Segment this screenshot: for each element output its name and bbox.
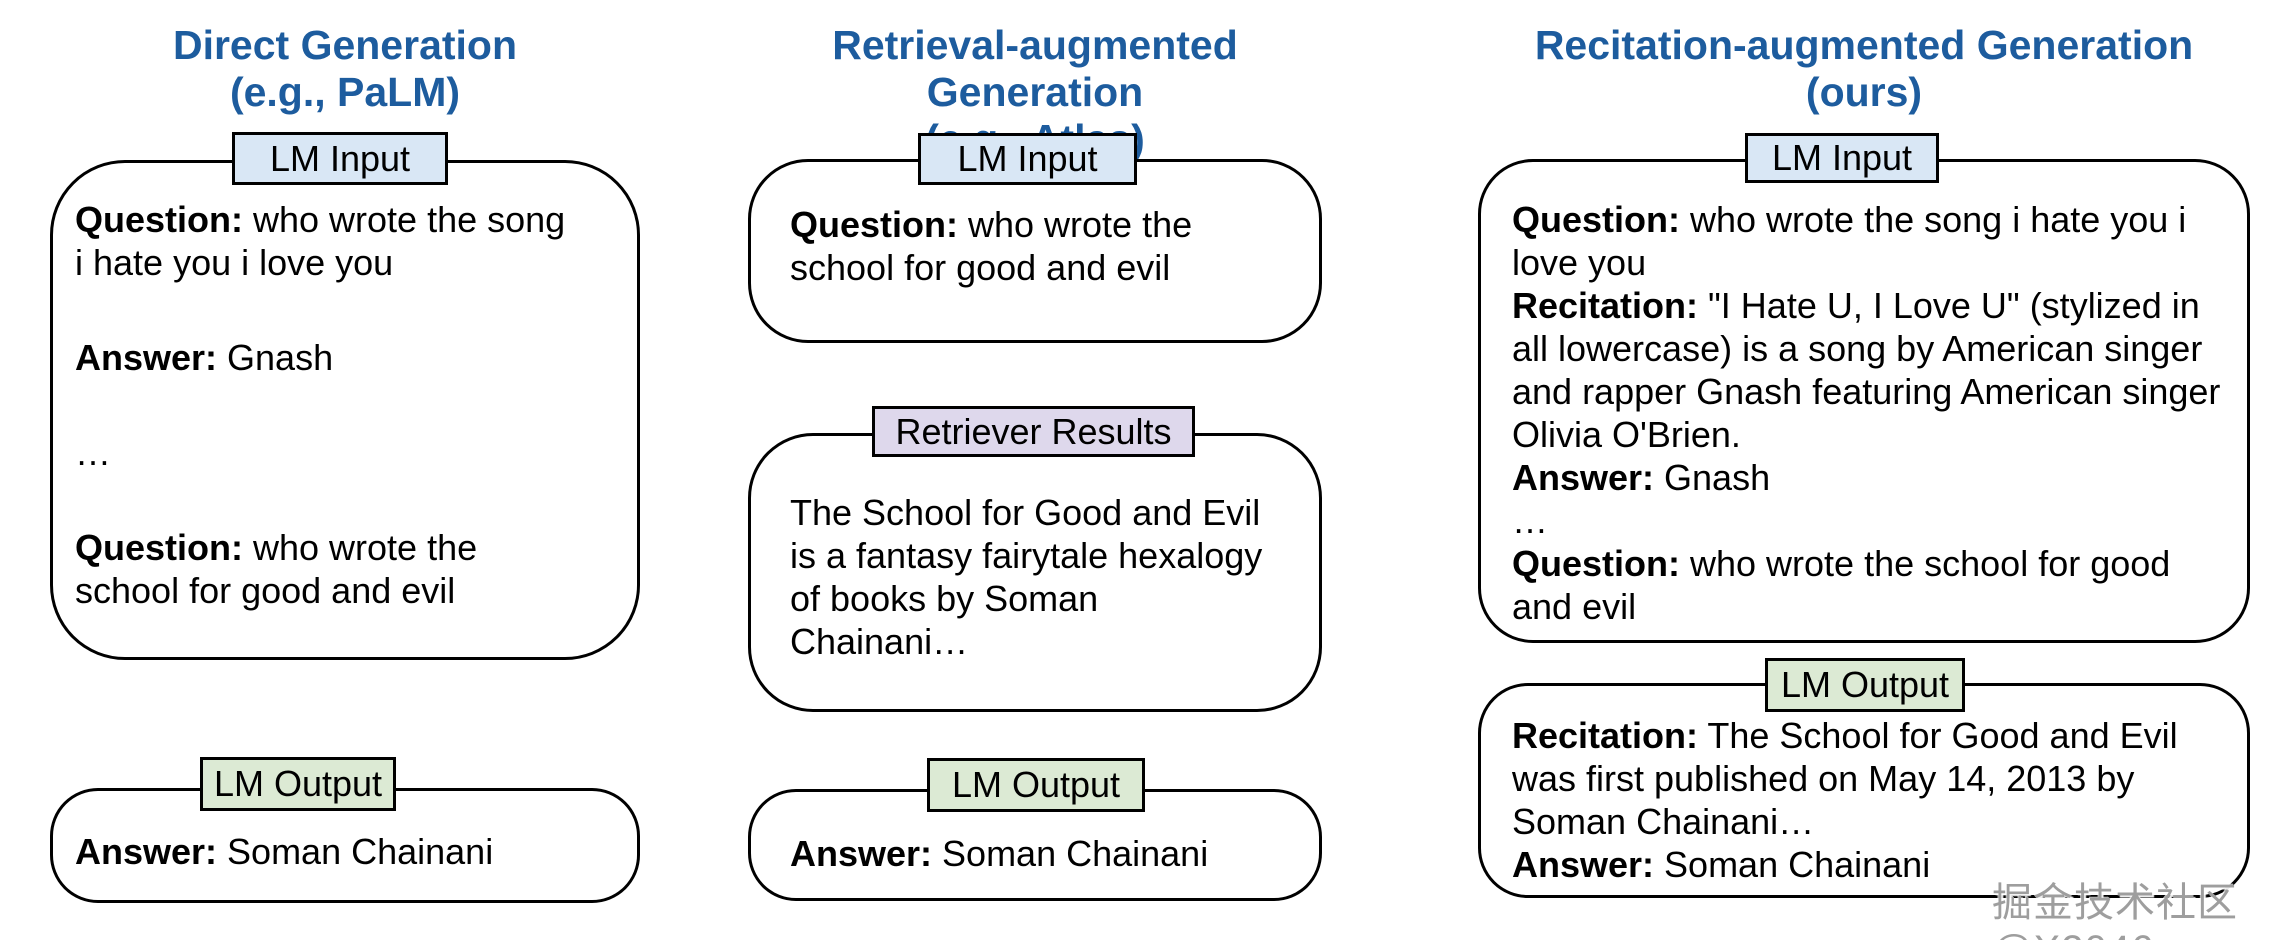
direct-generation-title: Direct Generation (e.g., PaLM) [45, 22, 645, 116]
recitation-output-recitation-text: The School for Good and Evil was first p… [1512, 715, 2178, 842]
recitation-input-question-2-text: who wrote the school for good and evil [1512, 543, 2171, 627]
recitation-lm-output-text: Recitation: The School for Good and Evil… [1512, 714, 2227, 886]
retriever-results-text: The School for Good and Evil is a fantas… [790, 491, 1300, 663]
retrieval-generation-title-line1: Retrieval-augmented Generation [832, 22, 1238, 115]
retrieval-input-question: Question: who wrote the school for good … [790, 203, 1300, 289]
retrieval-lm-input-label: LM Input [918, 133, 1137, 185]
direct-lm-input-label: LM Input [232, 132, 448, 185]
retrieval-output-answer-label: Answer: [790, 833, 933, 874]
recitation-input-question-2-label: Question: [1512, 543, 1680, 584]
direct-input-question-2-text: who wrote the school for good and evil [75, 527, 478, 611]
direct-input-question-1: Question: who wrote the song i hate you … [75, 198, 620, 284]
recitation-generation-title-line2: (ours) [1805, 69, 1923, 115]
recitation-lm-output-label: LM Output [1765, 658, 1965, 712]
retrieval-input-question-text: who wrote the school for good and evil [790, 204, 1193, 288]
direct-input-question-1-label: Question: [75, 199, 243, 240]
direct-input-ellipsis: … [75, 431, 620, 474]
direct-generation-title-line2: (e.g., PaLM) [229, 69, 461, 115]
recitation-input-answer-label: Answer: [1512, 457, 1655, 498]
retriever-results-box [748, 433, 1322, 712]
recitation-generation-title-line1: Recitation-augmented Generation [1534, 22, 2194, 68]
direct-input-question-1-text: who wrote the song i hate you i love you [75, 199, 566, 283]
retrieval-lm-input-box [748, 159, 1322, 343]
recitation-input-question-1-label: Question: [1512, 199, 1680, 240]
direct-output-answer: Answer: Soman Chainani [75, 830, 620, 873]
recitation-input-recitation-text: "I Hate U, I Love U" (stylized in all lo… [1512, 285, 2221, 455]
recitation-output-answer-text: Soman Chainani [1654, 844, 1931, 885]
recitation-input-ellipsis-text: … [1512, 500, 1548, 541]
recitation-lm-output-box [1478, 683, 2250, 898]
recitation-lm-input-label: LM Input [1745, 133, 1939, 183]
retrieval-output-answer: Answer: Soman Chainani [790, 832, 1300, 875]
watermark-text: 掘金技术社区 @X2046 [1992, 881, 2238, 940]
direct-input-question-2-label: Question: [75, 527, 243, 568]
direct-lm-output-label: LM Output [200, 757, 396, 811]
direct-output-answer-label: Answer: [75, 831, 218, 872]
direct-input-answer-label: Answer: [75, 337, 218, 378]
recitation-lm-input-box [1478, 159, 2250, 643]
recitation-input-answer-text: Gnash [1664, 457, 1771, 498]
retriever-results-passage: The School for Good and Evil is a fantas… [790, 492, 1263, 662]
direct-generation-title-line1: Direct Generation [172, 22, 518, 68]
direct-lm-output-text: Answer: Soman Chainani [75, 830, 620, 873]
direct-lm-input-box [50, 160, 640, 660]
direct-input-ellipsis-text: … [75, 432, 111, 473]
direct-output-answer-text: Soman Chainani [217, 831, 494, 872]
direct-input-answer: Answer: Gnash [75, 336, 620, 379]
recitation-lm-input-text: Question: who wrote the song i hate you … [1512, 198, 2227, 628]
recitation-generation-title: Recitation-augmented Generation (ours) [1514, 22, 2214, 116]
retrieval-output-answer-text: Soman Chainani [932, 833, 1209, 874]
retrieval-input-question-label: Question: [790, 204, 958, 245]
direct-input-question-2: Question: who wrote the school for good … [75, 526, 620, 612]
retrieval-lm-input-text: Question: who wrote the school for good … [790, 203, 1300, 289]
retrieval-lm-output-text: Answer: Soman Chainani [790, 832, 1300, 875]
direct-input-answer-text: Gnash [217, 337, 334, 378]
recitation-output-body: Recitation: The School for Good and Evil… [1512, 714, 2227, 886]
retrieval-lm-output-label: LM Output [927, 758, 1145, 812]
retriever-results-label: Retriever Results [872, 406, 1195, 457]
recitation-output-answer-label: Answer: [1512, 844, 1655, 885]
direct-lm-input-text: Question: who wrote the song i hate you … [75, 198, 620, 612]
recitation-input-question-1-text: who wrote the song i hate you i love you [1512, 199, 2187, 283]
recitation-input-recitation-label: Recitation: [1512, 285, 1699, 326]
recitation-input-body: Question: who wrote the song i hate you … [1512, 198, 2227, 628]
recitation-output-recitation-label: Recitation: [1512, 715, 1699, 756]
